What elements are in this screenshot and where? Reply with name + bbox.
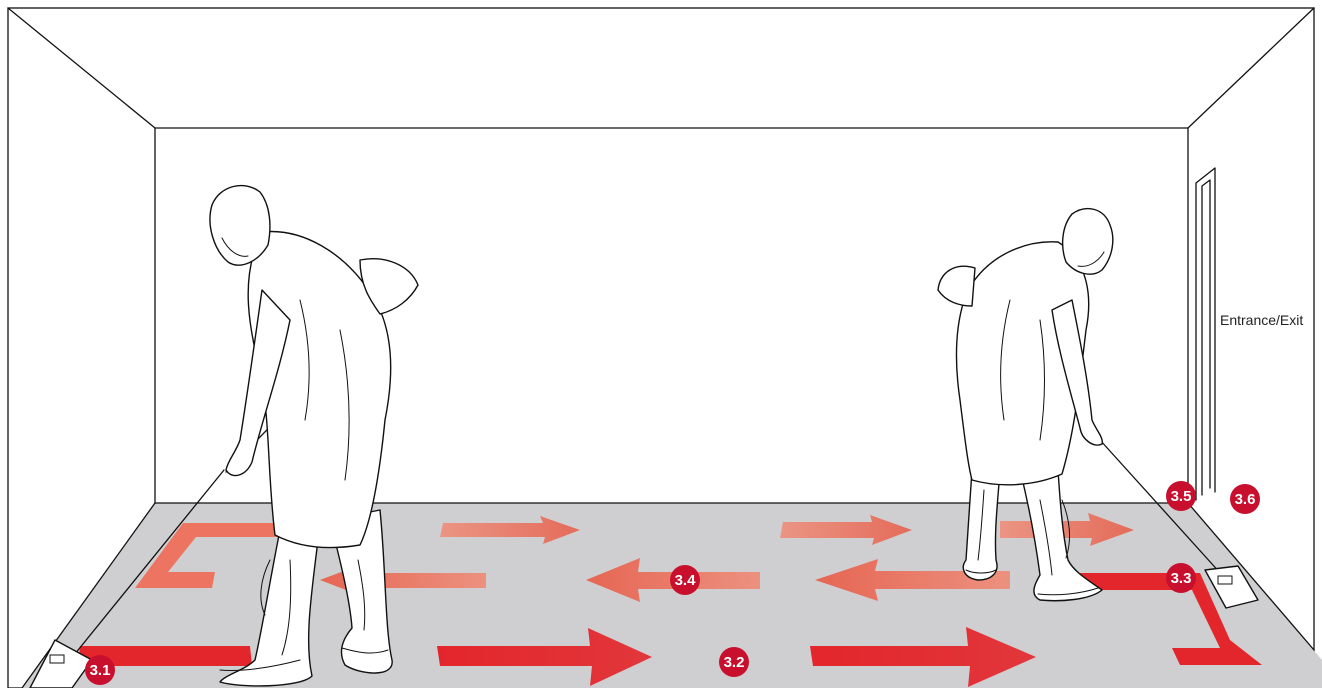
ceiling-left-diagonal bbox=[8, 8, 155, 128]
step-marker-3-2-label: 3.2 bbox=[724, 654, 745, 671]
step-marker-3-1-label: 3.1 bbox=[90, 662, 111, 679]
door-label: Entrance/Exit bbox=[1220, 312, 1303, 328]
left-cleaner-hood bbox=[210, 186, 270, 266]
step-marker-3-6: 3.6 bbox=[1230, 484, 1260, 514]
right-cleaner-arm-back bbox=[938, 266, 975, 306]
step-marker-3-5: 3.5 bbox=[1166, 481, 1196, 511]
ceiling-right-diagonal bbox=[1188, 8, 1314, 128]
door-frame-outer bbox=[1196, 168, 1215, 500]
right-cleaner-hood bbox=[1063, 209, 1113, 275]
step-marker-3-4: 3.4 bbox=[670, 565, 700, 595]
door: Entrance/Exit bbox=[1196, 168, 1303, 500]
step-marker-3-3: 3.3 bbox=[1166, 563, 1196, 593]
door-frame-inner bbox=[1202, 180, 1210, 495]
step-marker-3-4-label: 3.4 bbox=[675, 572, 697, 589]
step-marker-3-3-label: 3.3 bbox=[1171, 570, 1192, 587]
step-marker-3-1: 3.1 bbox=[85, 655, 115, 685]
step-marker-3-5-label: 3.5 bbox=[1171, 488, 1192, 505]
step-marker-3-2: 3.2 bbox=[719, 647, 749, 677]
step-marker-3-6-label: 3.6 bbox=[1235, 491, 1256, 508]
